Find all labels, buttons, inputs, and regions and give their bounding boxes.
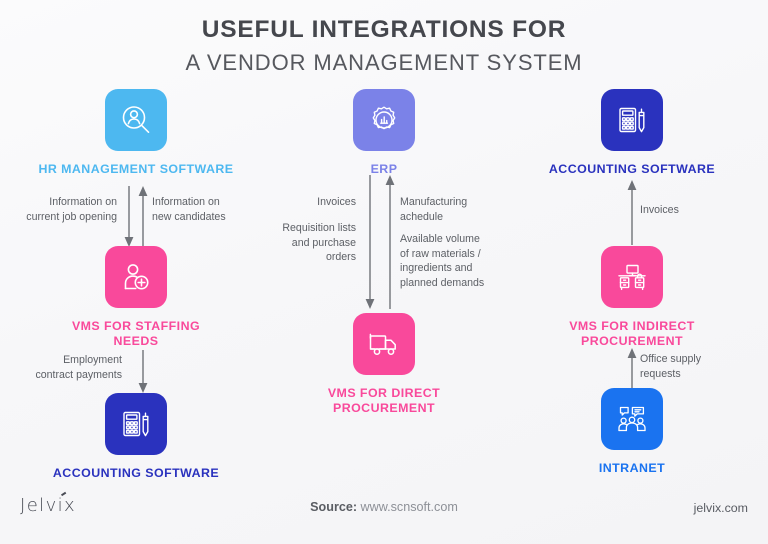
site-url[interactable]: jelvix.com [693, 501, 748, 515]
jelvix-logo-pre: Jelv [20, 495, 58, 516]
hr-management-tile [105, 89, 167, 151]
arrow-vms-staffing-to-accounting-down [138, 350, 148, 393]
connector-erp-invoices-label: Invoices [317, 196, 356, 208]
node-intranet[interactable]: INTRANET [532, 388, 732, 476]
connector-hr-to-vms-staffing-label: Information on current job opening [26, 196, 117, 223]
node-accounting-software-left[interactable]: ACCOUNTING SOFTWARE [36, 393, 236, 481]
arrow-hr-to-vms-staffing-down [124, 186, 134, 247]
vms-direct-label: VMS FOR DIRECT PROCUREMENT [327, 386, 441, 416]
intranet-tile [601, 388, 663, 450]
connector-vms-staffing-to-accounting-label: Employment contract payments [35, 354, 122, 381]
accounting-left-tile [105, 393, 167, 455]
calculator-pen-icon [123, 411, 149, 437]
person-search-icon [122, 106, 150, 134]
connector-intranet-office-supply-label: Office supply requests [640, 353, 702, 380]
arrow-vms-indirect-to-accounting-up [627, 180, 637, 245]
arrow-vms-staffing-to-hr-up [138, 186, 148, 247]
arrow-erp-to-vms-direct-down [365, 175, 375, 309]
calculator-pen-icon [619, 107, 645, 133]
erp-tile [353, 89, 415, 151]
jelvix-logo[interactable]: Jelvix [20, 495, 76, 516]
node-erp[interactable]: ERP [284, 89, 484, 177]
node-vms-staffing-needs[interactable]: VMS FOR STAFFING NEEDS [36, 246, 236, 349]
arrow-vms-direct-to-erp-up [385, 175, 395, 309]
gear-chart-icon [372, 106, 396, 130]
hr-management-label: HR MANAGEMENT SOFTWARE [38, 162, 234, 176]
vms-indirect-label: VMS FOR INDIRECT PROCUREMENT [569, 319, 695, 349]
connector-erp-requisition-label: Requisition lists and purchase orders [282, 222, 356, 264]
accounting-right-label: ACCOUNTING SOFTWARE [548, 162, 716, 176]
source-label: Source: [310, 500, 358, 514]
jelvix-logo-post: x [64, 495, 77, 516]
node-vms-indirect-procurement[interactable]: VMS FOR INDIRECT PROCUREMENT [532, 246, 732, 349]
intranet-label: INTRANET [598, 461, 666, 475]
erp-label: ERP [370, 162, 398, 176]
connector-vms-staffing-to-hr-label: Information on new candidates [152, 196, 226, 223]
vms-staffing-label: VMS FOR STAFFING NEEDS [71, 319, 201, 349]
source-credit: Source: www.scnsoft.com [0, 500, 768, 514]
delivery-truck-icon [369, 333, 396, 355]
people-chat-icon [618, 406, 646, 432]
connector-vms-direct-manufacturing-label: Manufacturing achedule [400, 196, 468, 223]
vms-staffing-tile [105, 246, 167, 308]
source-url: www.scnsoft.com [360, 500, 458, 514]
accounting-right-tile [601, 89, 663, 151]
node-hr-management-software[interactable]: HR MANAGEMENT SOFTWARE [36, 89, 236, 177]
node-accounting-software-right[interactable]: ACCOUNTING SOFTWARE [532, 89, 732, 177]
jelvix-logo-accent: i [57, 495, 65, 516]
connector-vms-direct-volume-label: Available volume of raw materials / ingr… [400, 233, 485, 289]
page-title: USEFUL INTEGRATIONS FOR [201, 16, 567, 43]
arrow-intranet-to-vms-indirect-up [627, 348, 637, 392]
vms-direct-tile [353, 313, 415, 375]
node-vms-direct-procurement[interactable]: VMS FOR DIRECT PROCUREMENT [284, 313, 484, 416]
person-add-icon [124, 264, 149, 290]
vms-indirect-tile [601, 246, 663, 308]
page-subtitle: A VENDOR MANAGEMENT SYSTEM [185, 50, 583, 76]
connector-vms-indirect-invoices-label: Invoices [640, 204, 679, 216]
office-desk-icon [618, 264, 646, 291]
accounting-left-label: ACCOUNTING SOFTWARE [52, 466, 220, 480]
header: USEFUL INTEGRATIONS FOR A VENDOR MANAGEM… [0, 16, 768, 75]
